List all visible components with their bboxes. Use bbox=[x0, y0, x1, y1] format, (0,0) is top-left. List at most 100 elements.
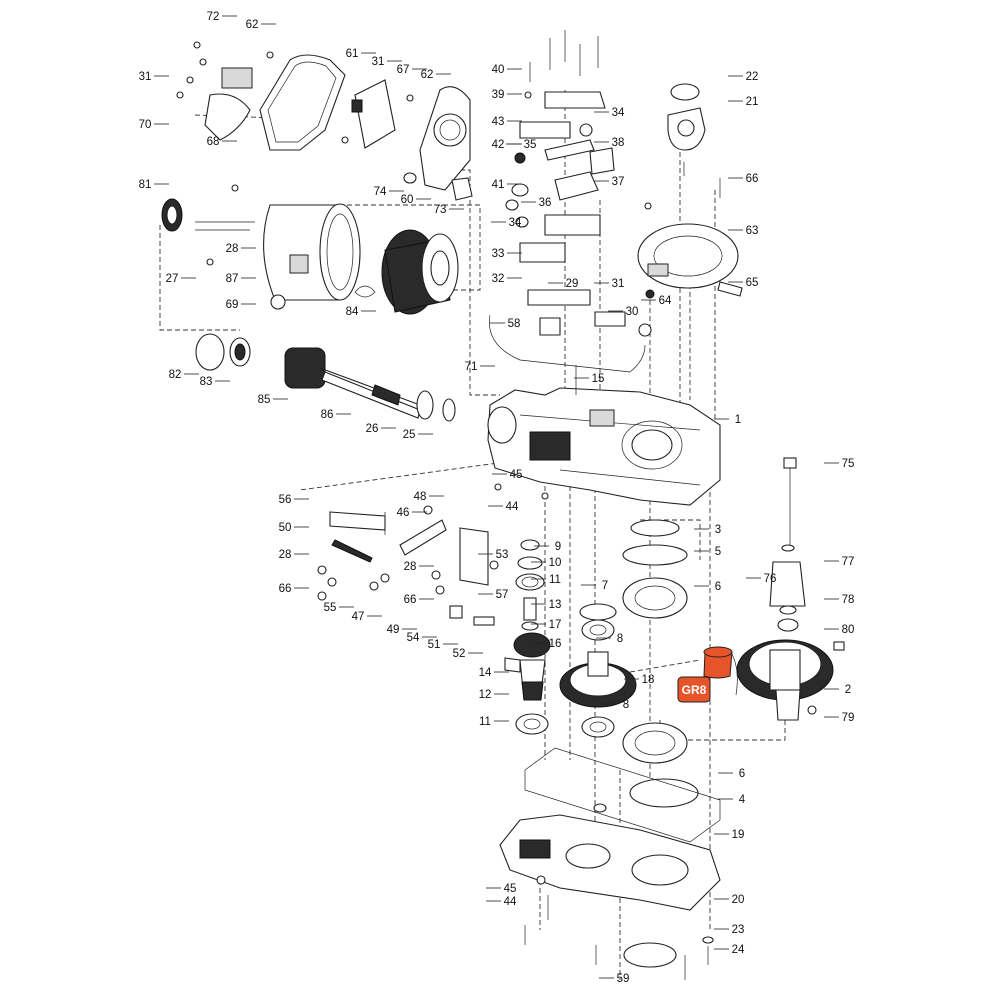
part-label-5: 5 bbox=[715, 546, 721, 558]
part-label-76: 76 bbox=[764, 573, 777, 585]
part-label-63: 63 bbox=[746, 225, 759, 237]
part-label-4: 4 bbox=[739, 794, 746, 806]
part-label-15: 15 bbox=[592, 373, 605, 385]
part-label-13: 13 bbox=[549, 599, 562, 611]
part-label-8: 8 bbox=[623, 699, 629, 711]
leader-lines bbox=[154, 15, 839, 979]
part-label-55: 55 bbox=[324, 602, 337, 614]
part-label-87: 87 bbox=[226, 273, 239, 285]
part-label-64: 64 bbox=[659, 295, 672, 307]
part-label-68: 68 bbox=[207, 136, 220, 148]
part-label-6: 6 bbox=[739, 768, 745, 780]
part-label-9: 9 bbox=[555, 541, 561, 553]
gear-stack bbox=[504, 539, 701, 738]
part-label-31: 31 bbox=[139, 71, 152, 83]
part-label-49: 49 bbox=[387, 624, 400, 636]
part-label-75: 75 bbox=[842, 458, 855, 470]
part-label-66: 66 bbox=[404, 594, 417, 606]
part-label-67: 67 bbox=[397, 64, 410, 76]
part-label-2: 2 bbox=[845, 684, 851, 696]
part-label-36: 36 bbox=[539, 197, 552, 209]
part-label-50: 50 bbox=[279, 522, 292, 534]
part-label-46: 46 bbox=[397, 507, 410, 519]
controller-board bbox=[341, 79, 414, 149]
bearing-blocks-column bbox=[489, 30, 652, 373]
part-label-19: 19 bbox=[732, 829, 745, 841]
part-label-23: 23 bbox=[732, 924, 745, 936]
part-label-45: 45 bbox=[504, 883, 517, 895]
motor-shaft-assembly bbox=[195, 333, 456, 422]
part-label-83: 83 bbox=[200, 376, 213, 388]
part-label-72: 72 bbox=[207, 11, 220, 23]
part-label-66: 66 bbox=[279, 583, 292, 595]
part-label-59: 59 bbox=[617, 973, 630, 985]
part-label-47: 47 bbox=[352, 611, 365, 623]
part-label-78: 78 bbox=[842, 594, 855, 606]
bottom-housing-cover bbox=[499, 747, 721, 980]
part-label-17: 17 bbox=[549, 619, 562, 631]
part-label-39: 39 bbox=[492, 89, 505, 101]
part-label-62: 62 bbox=[421, 69, 434, 81]
part-label-14: 14 bbox=[479, 667, 492, 679]
part-label-44: 44 bbox=[504, 896, 517, 908]
part-label-34: 34 bbox=[612, 107, 625, 119]
part-label-43: 43 bbox=[492, 116, 505, 128]
part-label-18: 18 bbox=[642, 674, 655, 686]
part-label-86: 86 bbox=[321, 409, 334, 421]
part-label-69: 69 bbox=[226, 299, 239, 311]
part-label-11: 11 bbox=[479, 716, 491, 728]
part-label-28: 28 bbox=[404, 561, 417, 573]
part-label-79: 79 bbox=[842, 712, 855, 724]
part-label-70: 70 bbox=[139, 119, 152, 131]
part-label-58: 58 bbox=[508, 318, 521, 330]
part-label-56: 56 bbox=[279, 494, 292, 506]
part-label-84: 84 bbox=[346, 306, 359, 318]
part-label-57: 57 bbox=[496, 589, 509, 601]
part-label-66: 66 bbox=[746, 173, 759, 185]
part-label-20: 20 bbox=[732, 894, 745, 906]
part-label-26: 26 bbox=[366, 423, 379, 435]
part-label-81: 81 bbox=[139, 179, 152, 191]
part-label-52: 52 bbox=[453, 648, 466, 660]
stator-housing bbox=[161, 184, 361, 310]
part-label-12: 12 bbox=[479, 689, 492, 701]
part-label-60: 60 bbox=[401, 194, 414, 206]
part-label-61: 61 bbox=[346, 48, 359, 60]
part-label-32: 32 bbox=[492, 273, 505, 285]
part-label-30: 30 bbox=[626, 306, 639, 318]
part-label-29: 29 bbox=[566, 278, 579, 290]
part-label-38: 38 bbox=[612, 137, 625, 149]
part-label-25: 25 bbox=[403, 429, 416, 441]
part-label-33: 33 bbox=[492, 248, 505, 260]
gearbox-side-cover bbox=[403, 86, 473, 201]
part-label-28: 28 bbox=[226, 243, 239, 255]
part-label-21: 21 bbox=[746, 96, 759, 108]
part-label-6: 6 bbox=[715, 581, 721, 593]
part-label-85: 85 bbox=[258, 394, 271, 406]
part-label-80: 80 bbox=[842, 624, 855, 636]
output-gear-stack bbox=[593, 457, 845, 813]
part-label-28: 28 bbox=[279, 549, 292, 561]
part-label-8: 8 bbox=[617, 633, 623, 645]
part-label-3: 3 bbox=[715, 524, 721, 536]
part-label-31: 31 bbox=[612, 278, 625, 290]
part-label-82: 82 bbox=[169, 369, 182, 381]
part-label-1: 1 bbox=[735, 414, 741, 426]
part-label-31: 31 bbox=[372, 56, 385, 68]
part-label-40: 40 bbox=[492, 64, 505, 76]
gr8-highlight: GR8 bbox=[677, 646, 738, 703]
part-label-37: 37 bbox=[612, 176, 625, 188]
part-label-42: 42 bbox=[492, 139, 505, 151]
part-label-51: 51 bbox=[428, 639, 441, 651]
part-label-34: 34 bbox=[509, 217, 522, 229]
rotor-magnet-core bbox=[354, 229, 459, 315]
part-label-22: 22 bbox=[746, 71, 759, 83]
part-label-73: 73 bbox=[434, 204, 447, 216]
part-label-77: 77 bbox=[842, 556, 855, 568]
part-label-44: 44 bbox=[506, 501, 519, 513]
part-label-53: 53 bbox=[496, 549, 509, 561]
part-label-71: 71 bbox=[465, 361, 478, 373]
gr8-highlighted-part-top bbox=[703, 646, 733, 658]
